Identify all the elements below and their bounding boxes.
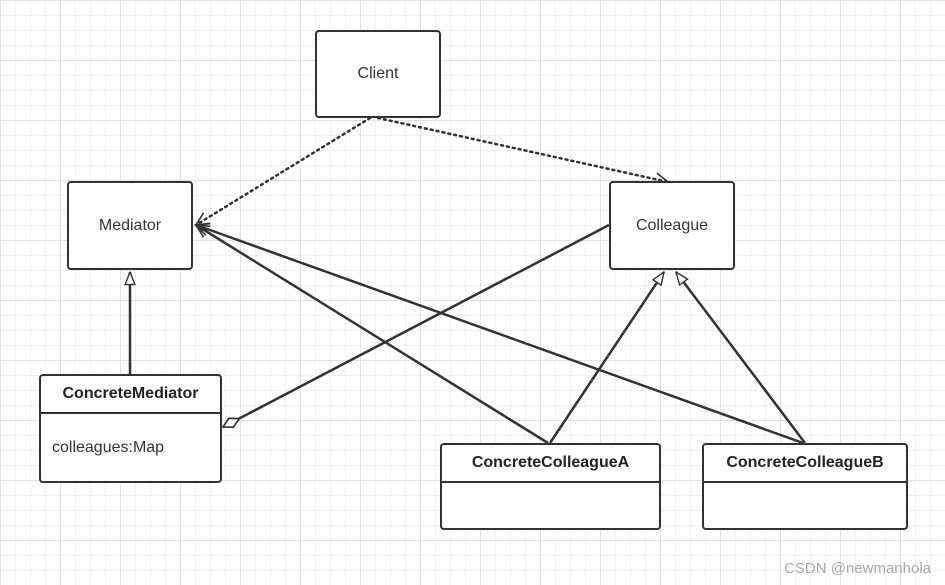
class-concrete-mediator-name: ConcreteMediator (41, 376, 220, 414)
class-concrete-colleague-a[interactable]: ConcreteColleagueA (440, 443, 661, 530)
dependency-client-mediator (196, 116, 372, 227)
class-client-label: Client (357, 65, 399, 82)
dependency-client-colleague (376, 116, 668, 182)
class-concrete-colleague-b-name: ConcreteColleagueB (704, 445, 906, 483)
class-concrete-colleague-b-attributes (704, 483, 906, 528)
class-client[interactable]: Client (315, 30, 441, 118)
attribute-colleagues: colleagues:Map (52, 438, 165, 456)
aggregation-colleague-concretemediator (223, 223, 610, 429)
class-colleague[interactable]: Colleague (609, 181, 735, 270)
class-mediator[interactable]: Mediator (67, 181, 193, 270)
class-concrete-colleague-b[interactable]: ConcreteColleagueB (702, 443, 908, 530)
class-concrete-colleague-a-name: ConcreteColleagueA (442, 445, 659, 483)
association-concretecolleaguea-mediator (196, 223, 549, 445)
class-mediator-label: Mediator (98, 216, 162, 234)
generalization-concretecolleaguea-colleague (548, 272, 664, 444)
class-concrete-mediator-attributes: colleagues:Map (41, 414, 220, 481)
class-concrete-mediator[interactable]: ConcreteMediator colleagues:Map (39, 374, 222, 483)
class-concrete-colleague-a-attributes (442, 483, 659, 528)
watermark: CSDN @newmanhola (784, 560, 931, 577)
association-concretecolleagueb-mediator (196, 225, 804, 445)
class-colleague-label: Colleague (635, 216, 709, 234)
generalization-concretecolleagueb-colleague (676, 272, 806, 444)
